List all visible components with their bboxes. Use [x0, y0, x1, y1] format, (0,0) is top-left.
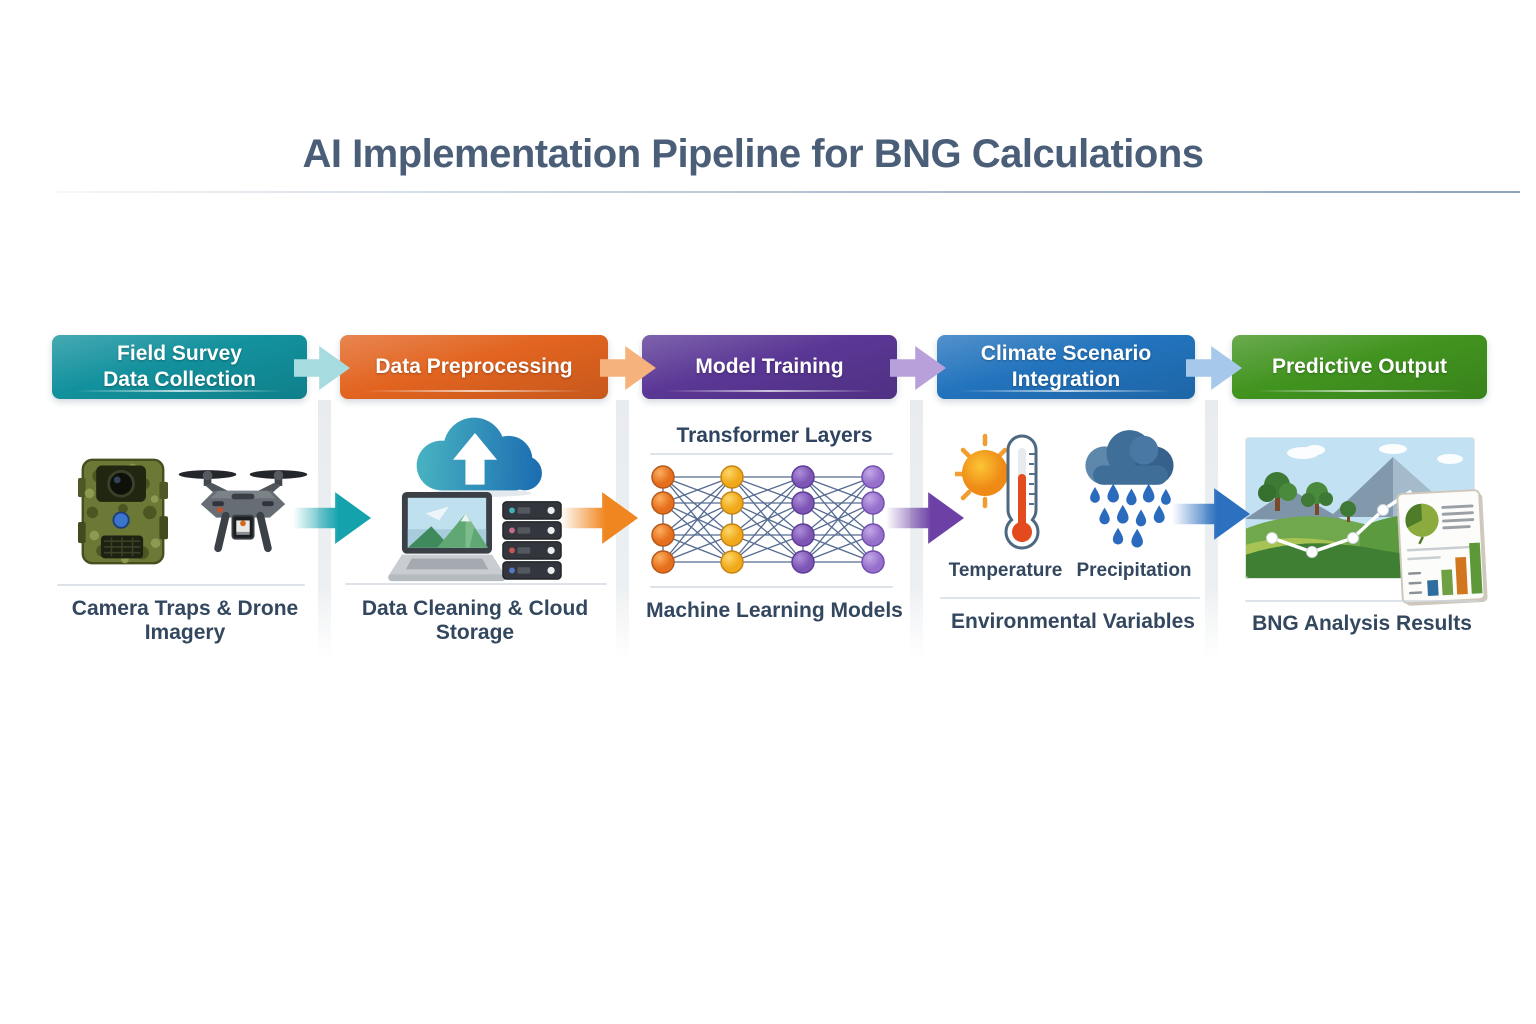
- stage-caption: BNG Analysis Results: [1252, 612, 1472, 635]
- caption-divider: [1245, 600, 1478, 602]
- banner-label: Data Preprocessing: [375, 355, 573, 379]
- stage-banner: Data Preprocessing: [340, 335, 608, 399]
- stage-model-training: Model Training Transformer Layers Machin…: [632, 0, 964, 1024]
- server-stack-icon: [502, 501, 562, 580]
- cloud-upload-icon: [416, 417, 542, 498]
- stage-caption: Camera Traps & Drone Imagery: [71, 597, 299, 644]
- column-separator: [318, 400, 331, 658]
- caption-divider: [940, 597, 1200, 599]
- stage-banner: Field Survey Data Collection: [52, 335, 307, 399]
- temperature-label: Temperature: [948, 560, 1063, 581]
- stage-field-survey: Field Survey Data Collection: [40, 0, 371, 1024]
- banner-label: Predictive Output: [1271, 355, 1448, 379]
- neural-network-icon: [651, 465, 885, 574]
- laptop-icon: [388, 491, 506, 582]
- banner-label: Model Training: [695, 355, 844, 379]
- stage-caption: Data Cleaning & Cloud Storage: [361, 597, 589, 644]
- banner-label: Climate Scenario: [980, 342, 1152, 366]
- transformer-layers-label: Transformer Layers: [676, 424, 873, 447]
- stage-banner: Predictive Output: [1232, 335, 1487, 399]
- caption-divider: [650, 586, 893, 588]
- banner-label: Field Survey: [117, 342, 242, 366]
- column-separator: [1205, 400, 1218, 658]
- drone-icon: [178, 470, 308, 553]
- stage-banner: Climate Scenario Integration: [937, 335, 1195, 399]
- report-card-icon: [1396, 489, 1488, 606]
- stage-banner: Model Training: [642, 335, 897, 399]
- precipitation-label: Precipitation: [1076, 560, 1192, 581]
- column-separator: [910, 400, 923, 658]
- sun-thermometer-icon: [955, 433, 1040, 550]
- page-title: AI Implementation Pipeline for BNG Calcu…: [302, 132, 1204, 176]
- banner-label: Data Collection: [103, 368, 256, 391]
- section-divider: [650, 453, 893, 455]
- stage-caption: Environmental Variables: [951, 610, 1195, 633]
- caption-divider: [345, 583, 607, 585]
- stage-predictive-output: Predictive Output: [1222, 0, 1502, 1024]
- banner-label: Integration: [1011, 368, 1121, 391]
- stage-data-preprocessing: Data Preprocessing: [330, 0, 656, 1024]
- stage-caption: Machine Learning Models: [646, 599, 903, 622]
- rain-cloud-icon: [1085, 430, 1174, 548]
- stage-climate-scenario: Climate Scenario Integration: [928, 0, 1250, 1024]
- caption-divider: [57, 584, 305, 586]
- camera-trap-icon: [77, 458, 169, 565]
- title-divider: [56, 191, 1520, 193]
